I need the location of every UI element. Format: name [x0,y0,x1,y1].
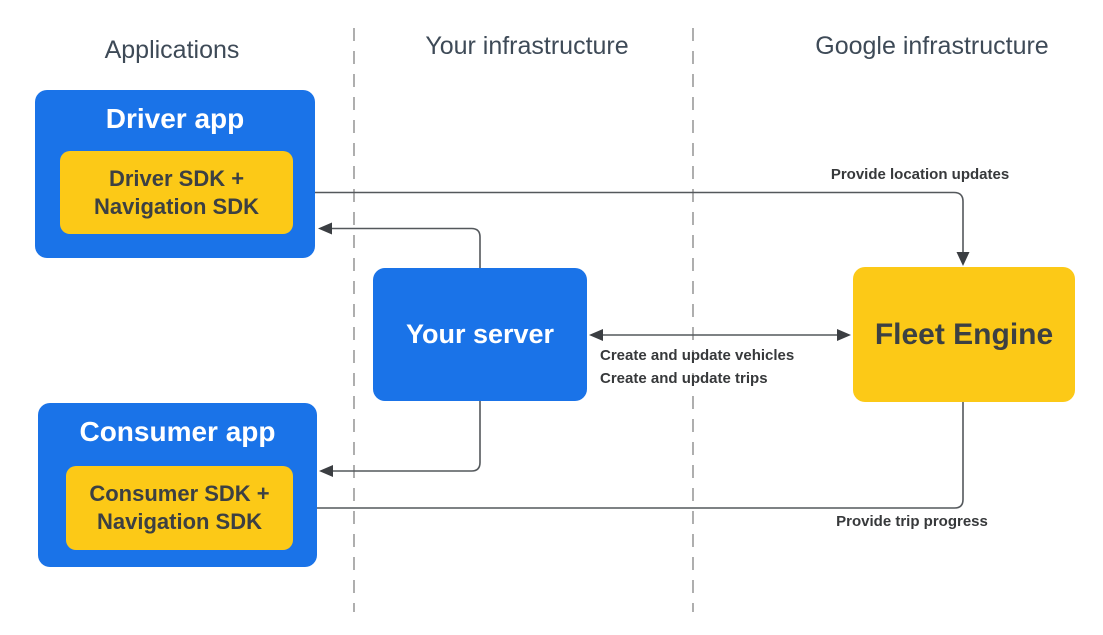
column-heading-applications: Applications [104,36,240,64]
consumer-app-title: Consumer app [79,416,276,447]
connector-location-updates [293,191,964,253]
arrowhead-left-driver-app [318,222,332,235]
arrowhead-right-fleet-engine [837,329,851,341]
your-server-title: Your server [405,319,555,349]
consumer-sdk-line2: Navigation SDK [96,509,263,534]
connector-server-to-consumer-app [333,401,481,472]
arrowhead-left-consumer-app [319,465,333,477]
column-heading-google-infrastructure: Google infrastructure [815,32,1049,60]
edge-label-create-and-update-trips: Create and update trips [600,370,768,387]
edge-label-create-and-update-vehicles: Create and update vehicles [600,347,795,364]
driver-app-title: Driver app [105,103,245,134]
column-heading-your-infrastructure: Your infrastructure [425,32,629,60]
node-fleet-engine: Fleet Engine [853,267,1075,402]
driver-sdk-line1: Driver SDK + [108,165,245,191]
arrowhead-left-your-server [589,329,603,341]
node-consumer-sdk: Consumer SDK + Navigation SDK [66,466,293,550]
node-your-server: Your server [373,268,587,401]
edge-label-provide-location-updates: Provide location updates [830,166,1010,183]
driver-sdk-line2: Navigation SDK [93,193,260,219]
edge-label-provide-trip-progress: Provide trip progress [836,513,988,530]
fleet-engine-title: Fleet Engine [874,317,1054,351]
connector-trip-progress [309,402,964,509]
consumer-sdk-line1: Consumer SDK + [89,481,270,506]
arrowhead-down-fleet-engine [956,252,970,266]
node-driver-sdk: Driver SDK + Navigation SDK [60,151,293,234]
connector-server-to-driver-app [332,227,481,268]
